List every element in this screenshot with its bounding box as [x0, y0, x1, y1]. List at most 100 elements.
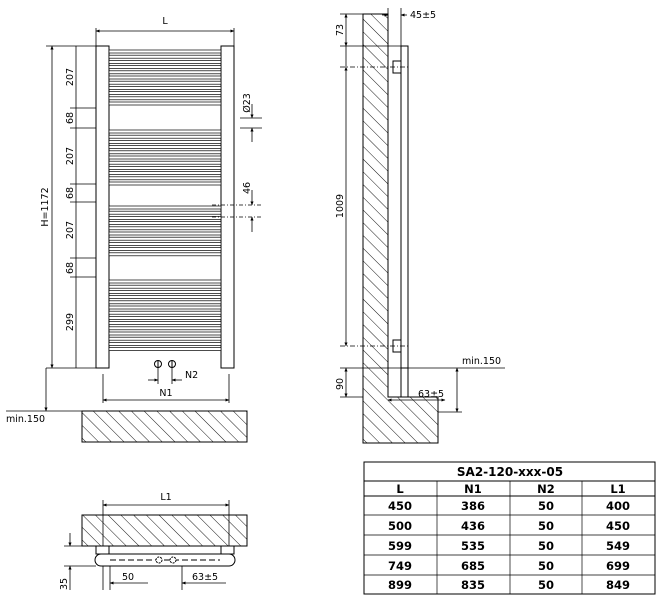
top-wall-section — [81, 514, 248, 547]
table-cell: 685 — [461, 559, 485, 573]
rung — [108, 279, 222, 284]
height-label: H=1172 — [40, 187, 51, 226]
rung — [108, 316, 222, 320]
dimension-table: SA2-120-xxx-05 L N1 N2 L1 450 386 50 400… — [363, 461, 656, 595]
top-width-label: L1 — [160, 492, 171, 503]
rung — [108, 129, 222, 134]
rung — [108, 342, 222, 346]
rung — [108, 140, 222, 144]
rung — [108, 300, 222, 305]
side-floor-clearance-label: min.150 — [462, 356, 501, 367]
table-header-l1: L1 — [610, 482, 625, 496]
dim-46-label: 46 — [242, 182, 253, 194]
rung — [108, 166, 222, 170]
table-cell: 50 — [538, 559, 554, 573]
table-cell: 450 — [388, 499, 412, 513]
rung — [108, 321, 222, 325]
rung — [108, 305, 222, 310]
right-collector-tube — [220, 45, 235, 369]
top-dimensions — [64, 500, 230, 590]
valve-icon — [154, 360, 176, 368]
rung — [108, 134, 222, 139]
rung — [108, 49, 222, 54]
rung — [108, 75, 222, 80]
side-pipe-offset-label: 63±5 — [418, 389, 444, 400]
table-cell: 899 — [388, 578, 412, 592]
rung — [108, 231, 222, 236]
rung — [108, 181, 222, 186]
heating-rungs — [108, 49, 222, 351]
pipe-diameter-label: Ø23 — [242, 93, 253, 113]
rung — [108, 70, 222, 75]
rung — [108, 347, 222, 351]
segment-5-label: 207 — [65, 221, 76, 239]
rung — [108, 145, 222, 149]
rung — [108, 326, 222, 331]
rung — [108, 171, 222, 175]
front-view — [81, 45, 248, 443]
rung — [108, 216, 222, 220]
rung — [108, 290, 222, 294]
rung — [108, 221, 222, 225]
table-cell: 50 — [538, 578, 554, 592]
table-cell: 400 — [606, 499, 630, 513]
top-view — [81, 514, 248, 567]
rung — [108, 284, 222, 289]
segment-6-label: 68 — [65, 262, 76, 274]
table-cell: 450 — [606, 519, 630, 533]
rung — [108, 210, 222, 215]
table-cell: 599 — [388, 539, 412, 553]
segment-1-label: 207 — [65, 68, 76, 86]
table-cell: 500 — [388, 519, 412, 533]
rung — [108, 150, 222, 155]
segment-7-label: 299 — [65, 313, 76, 331]
rung — [108, 226, 222, 231]
rung — [108, 54, 222, 59]
rung — [108, 236, 222, 241]
segment-3-label: 207 — [65, 147, 76, 165]
rung — [108, 91, 222, 95]
rung — [108, 295, 222, 299]
table-cell: 549 — [606, 539, 630, 553]
table-cell: 749 — [388, 559, 412, 573]
rung — [108, 96, 222, 101]
width-label: L — [162, 16, 168, 27]
rung — [108, 310, 222, 315]
rung — [108, 160, 222, 165]
rung — [108, 242, 222, 246]
table-header-n1: N1 — [464, 482, 482, 496]
table-cell: 50 — [538, 539, 554, 553]
rung — [108, 205, 222, 210]
side-view — [362, 13, 439, 444]
front-floor-clearance-label: min.150 — [6, 414, 45, 425]
n1-label: N1 — [159, 388, 172, 399]
rung — [108, 65, 222, 69]
rung — [108, 80, 222, 85]
rung — [108, 252, 222, 257]
table-cell: 386 — [461, 499, 485, 513]
floor-block — [81, 410, 248, 443]
table-cell: 835 — [461, 578, 485, 592]
table-cell: 849 — [606, 578, 630, 592]
table-title: SA2-120-xxx-05 — [457, 465, 563, 479]
rung — [108, 155, 222, 160]
table-cell: 50 — [538, 499, 554, 513]
left-collector-tube — [95, 45, 110, 369]
top-pipe-offset-label: 63±5 — [192, 572, 218, 583]
rung — [108, 247, 222, 251]
table-header-l: L — [396, 482, 404, 496]
rung — [108, 86, 222, 90]
bottom-offset-label: 90 — [335, 378, 346, 390]
side-dimensions — [340, 8, 505, 413]
table-header-n2: N2 — [537, 482, 555, 496]
side-radiator-profile — [400, 45, 409, 369]
segment-2-label: 68 — [65, 112, 76, 124]
rung — [108, 176, 222, 181]
wall-offset-label: 45±5 — [410, 10, 436, 21]
table-cell: 535 — [461, 539, 485, 553]
front-dimensions — [6, 28, 262, 412]
rung — [108, 331, 222, 336]
top-n2-label: 50 — [122, 572, 134, 583]
table-cell: 50 — [538, 519, 554, 533]
